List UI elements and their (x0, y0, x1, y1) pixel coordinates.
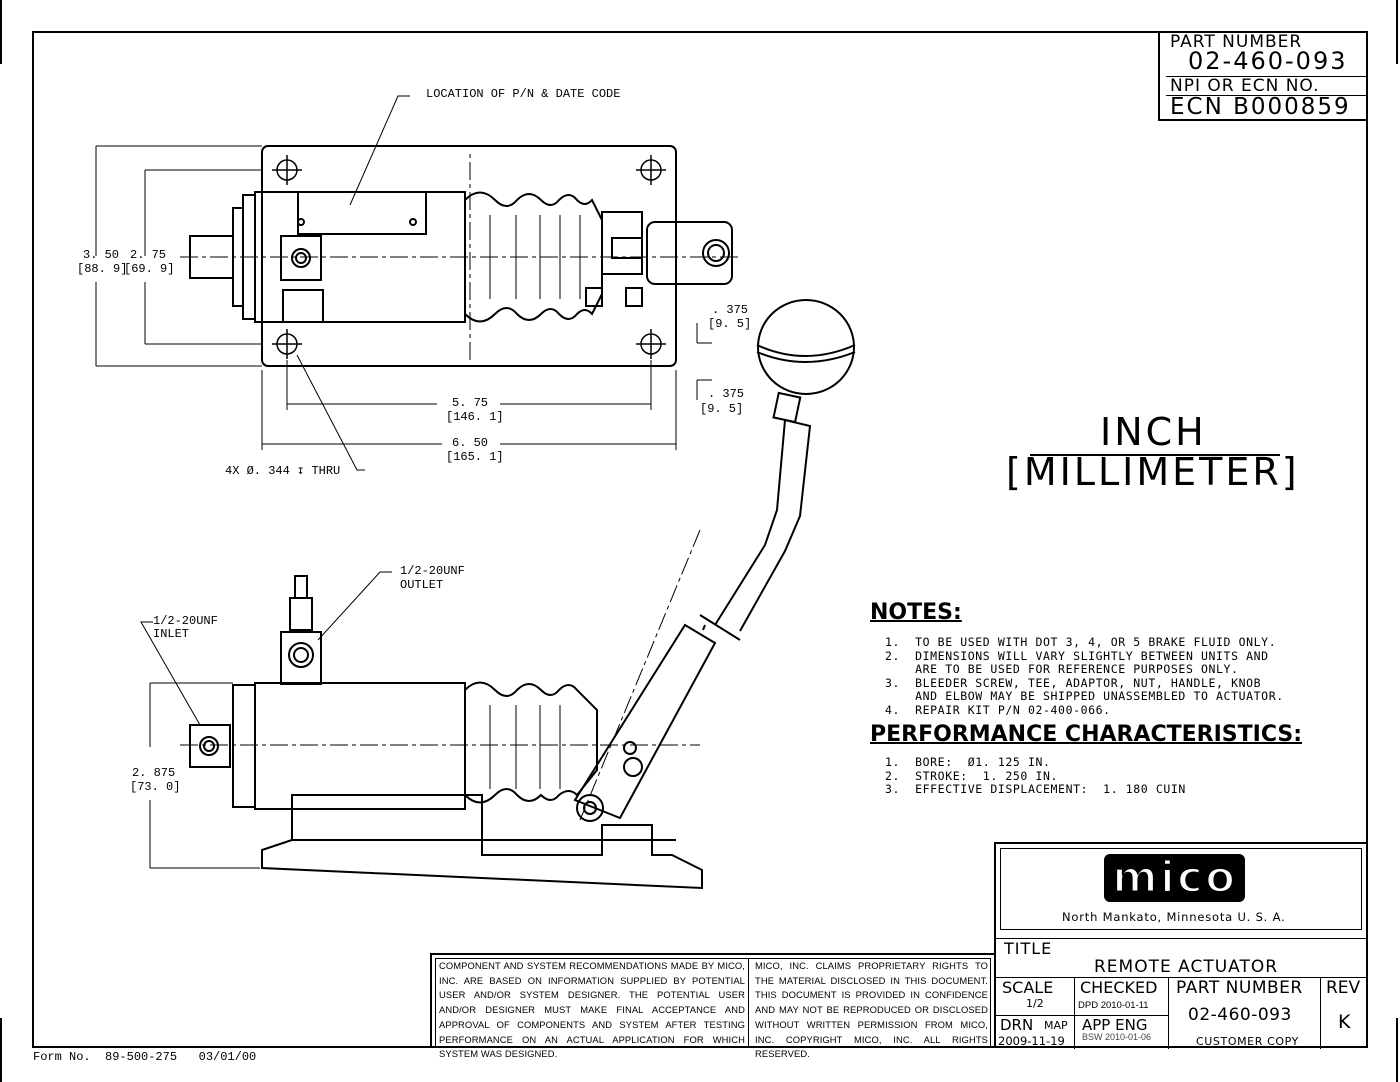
note-line: ARE TO BE USED FOR REFERENCE PURPOSES ON… (885, 662, 1239, 676)
inlet-label-1: 1/2-20UNF (153, 614, 218, 628)
dim-650: 6. 50 (452, 436, 489, 450)
ecn-value: ECN B000859 (1170, 94, 1351, 120)
inlet-label-2: INLET (153, 627, 190, 641)
note-line: 4. REPAIR KIT P/N 02-400-066. (885, 702, 1111, 717)
sheet-edge-mark (1396, 1018, 1398, 1082)
checked-label: CHECKED (1080, 978, 1158, 997)
location-label: LOCATION OF P/N & DATE CODE (426, 87, 621, 101)
dim-350: 3. 50 (83, 248, 120, 262)
dim-375-a-mm: [9. 5] (708, 317, 752, 331)
app-label: APP ENG (1082, 1016, 1148, 1034)
drn-label: DRN (1000, 1016, 1034, 1034)
notes-list: 1. TO BE USED WITH DOT 3, 4, OR 5 BRAKE … (885, 635, 1284, 717)
mounting-plate (261, 145, 677, 367)
notes-heading: NOTES: (870, 600, 962, 625)
side-boot (464, 681, 598, 804)
performance-heading: PERFORMANCE CHARACTERISTICS: (870, 722, 1303, 747)
sheet-edge-mark (0, 1018, 2, 1082)
note-line: AND ELBOW MAY BE SHIPPED UNASSEMBLED TO … (885, 689, 1284, 703)
disclaimer-box: COMPONENT AND SYSTEM RECOMMENDATIONS MAD… (430, 953, 994, 1059)
sheet-edge-mark (1396, 0, 1398, 64)
form-number: Form No. 89-500-275 03/01/00 (33, 1050, 257, 1064)
lever-arm (573, 623, 717, 820)
scale-label: SCALE (1002, 978, 1054, 997)
disclaimer-left: COMPONENT AND SYSTEM RECOMMENDATIONS MAD… (439, 960, 745, 1060)
drn-initials: MAP (1044, 1019, 1068, 1032)
part-number-block: PART NUMBER 02-460-093 NPI OR ECN NO. EC… (1158, 31, 1368, 121)
note-line: 1. TO BE USED WITH DOT 3, 4, OR 5 BRAKE … (885, 635, 1277, 649)
outlet-label-2: OUTLET (400, 578, 444, 592)
dim-2875-mm: [73. 0] (130, 780, 181, 794)
hole-note: 4X Ø. 344 ↧ THRU (225, 464, 341, 478)
dim-575-mm: [146. 1] (446, 410, 504, 424)
title-label: TITLE (1004, 939, 1053, 958)
dim-375-b-mm: [9. 5] (700, 402, 744, 416)
dim-2875: 2. 875 (132, 766, 176, 780)
tb-part-number-label: PART NUMBER (1176, 978, 1303, 998)
performance-line: 3. EFFECTIVE DISPLACEMENT: 1. 180 CUIN (885, 782, 1186, 796)
tb-part-number: 02-460-093 (1188, 1005, 1292, 1025)
app-value: BSW 2010-01-06 (1082, 1032, 1152, 1042)
side-cylinder (254, 682, 466, 810)
company-location: North Mankato, Minnesota U. S. A. (1062, 910, 1286, 924)
outlet-label-1: 1/2-20UNF (400, 564, 465, 578)
rev-value: K (1338, 1011, 1351, 1033)
rev-label: REV (1326, 978, 1361, 998)
units-millimeter: [MILLIMETER] (1006, 450, 1300, 494)
drn-date: 2009-11-19 (998, 1034, 1065, 1048)
note-line: 2. DIMENSIONS WILL VARY SLIGHTLY BETWEEN… (885, 648, 1269, 663)
dim-650-mm: [165. 1] (446, 450, 504, 464)
title-value: REMOTE ACTUATOR (1094, 957, 1279, 977)
note-line: 3. BLEEDER SCREW, TEE, ADAPTOR, NUT, HAN… (885, 675, 1262, 690)
dim-275-mm: [69. 9] (124, 262, 175, 276)
customer-copy: CUSTOMER COPY (1196, 1035, 1299, 1048)
dim-375-a: . 375 (712, 303, 749, 317)
dim-350-mm: [88. 9] (77, 262, 128, 276)
mico-logo: MICO (1104, 852, 1246, 903)
performance-list: 1. BORE: Ø1. 125 IN. 2. STROKE: 1. 250 I… (885, 755, 1186, 797)
ecn-label: NPI OR ECN NO. (1170, 76, 1320, 96)
scale-value: 1/2 (1026, 997, 1044, 1010)
dim-275: 2. 75 (130, 248, 167, 262)
handle-rod (714, 418, 812, 632)
dim-375-b: . 375 (708, 387, 745, 401)
checked-value: DPD 2010-01-11 (1078, 1000, 1149, 1011)
sheet-edge-mark (0, 0, 2, 64)
knob (757, 299, 855, 395)
dim-575: 5. 75 (452, 396, 489, 410)
drawing-border (32, 31, 1368, 1048)
disclaimer-right: MICO, INC. CLAIMS PROPRIETARY RIGHTS TO … (755, 960, 988, 1060)
part-number-label: PART NUMBER (1170, 32, 1303, 52)
part-number-value: 02-460-093 (1188, 47, 1348, 75)
performance-line: 2. STROKE: 1. 250 IN. (885, 768, 1059, 783)
units-inch: INCH (1100, 410, 1207, 454)
title-block: TITLE REMOTE ACTUATOR SCALE 1/2 CHECKED … (994, 938, 1368, 1049)
performance-line: 1. BORE: Ø1. 125 IN. (885, 755, 1051, 769)
units-inch-underline (1030, 454, 1280, 456)
company-box: MICO North Mankato, Minnesota U. S. A. (994, 842, 1368, 938)
